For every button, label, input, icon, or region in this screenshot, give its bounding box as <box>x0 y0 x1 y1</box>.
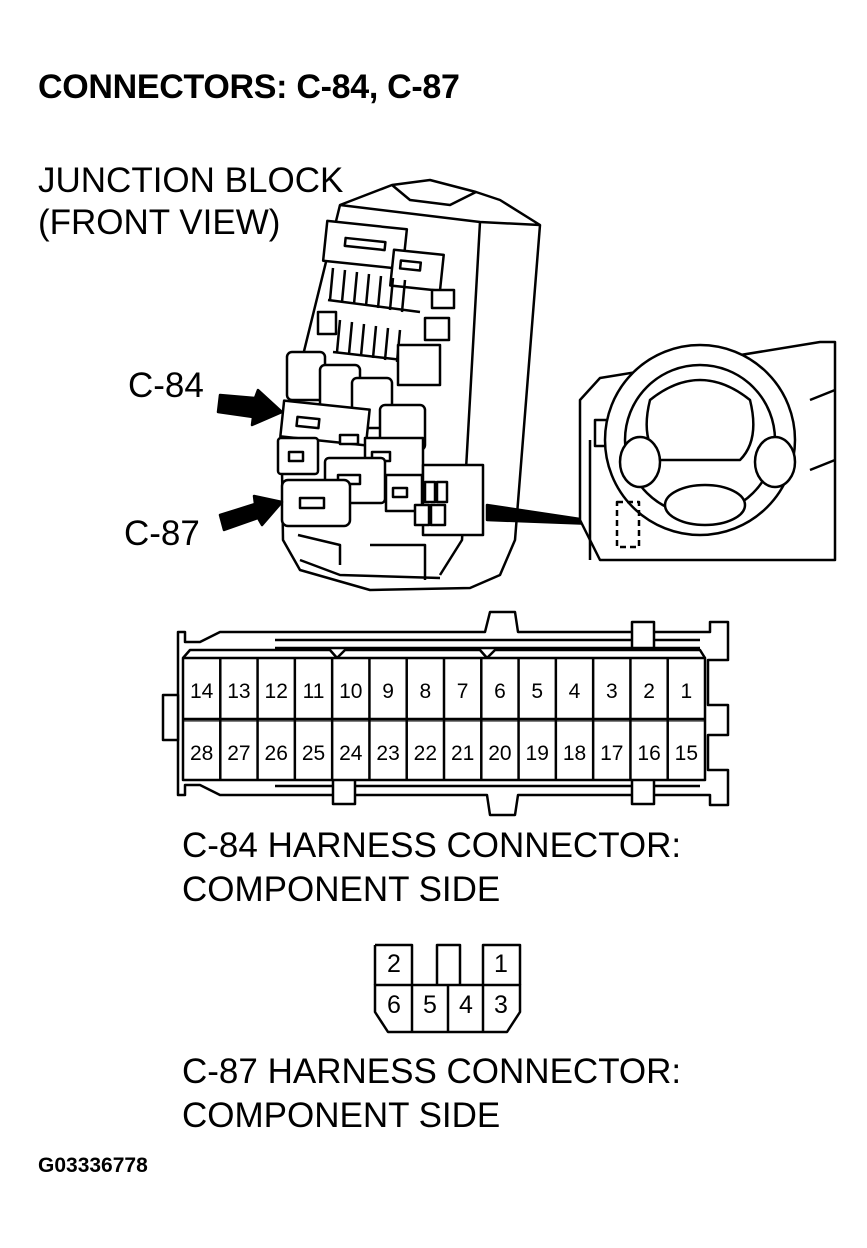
page-title: CONNECTORS: C-84, C-87 <box>38 68 460 106</box>
c84-pin-6: 6 <box>494 680 506 703</box>
c84-pin-11: 11 <box>303 680 325 703</box>
c84-pin-4: 4 <box>569 680 581 703</box>
c84-callout-label: C-84 <box>128 366 204 405</box>
steering-wheel-illustration <box>578 340 837 562</box>
junction-block-illustration <box>276 178 542 592</box>
c87-pin-6: 6 <box>387 991 401 1019</box>
figure-code: G03336778 <box>38 1154 148 1177</box>
c84-pin-7: 7 <box>457 680 469 703</box>
c84-pin-28: 28 <box>190 742 213 765</box>
c84-pin-5: 5 <box>531 680 543 703</box>
c87-connector-drawing <box>373 943 522 1034</box>
c87-pin-5: 5 <box>423 991 437 1019</box>
c87-caption-line1: C-87 HARNESS CONNECTOR: <box>182 1052 682 1091</box>
c84-connector-drawing <box>161 610 730 817</box>
junction-block-label-line1: JUNCTION BLOCK <box>38 161 344 200</box>
c87-pin-2: 2 <box>387 950 401 978</box>
c84-caption-line1: C-84 HARNESS CONNECTOR: <box>182 826 682 865</box>
c84-pin-2: 2 <box>643 680 655 703</box>
c87-arrow <box>218 494 284 532</box>
c84-pin-9: 9 <box>382 680 394 703</box>
c84-pin-13: 13 <box>227 680 250 703</box>
c84-pin-3: 3 <box>606 680 618 703</box>
c84-pin-19: 19 <box>526 742 549 765</box>
c84-pin-16: 16 <box>637 742 660 765</box>
c84-pin-21: 21 <box>451 742 474 765</box>
c84-pin-26: 26 <box>265 742 288 765</box>
junction-block-label-line2: (FRONT VIEW) <box>38 203 281 242</box>
c87-callout-label: C-87 <box>124 514 200 553</box>
c84-caption: C-84 HARNESS CONNECTOR: COMPONENT SIDE <box>182 824 681 912</box>
c84-pin-20: 20 <box>488 742 511 765</box>
c84-pin-22: 22 <box>414 742 437 765</box>
c84-pin-23: 23 <box>376 742 399 765</box>
c84-caption-line2: COMPONENT SIDE <box>182 870 501 909</box>
c84-pin-1: 1 <box>681 680 693 703</box>
junction-block-label: JUNCTION BLOCK (FRONT VIEW) <box>38 160 343 244</box>
c84-pin-15: 15 <box>675 742 698 765</box>
c84-arrow <box>216 388 284 427</box>
c84-pin-12: 12 <box>265 680 288 703</box>
c87-pin-4: 4 <box>459 991 473 1019</box>
c87-pin-3: 3 <box>494 991 508 1019</box>
c87-pin-1: 1 <box>494 950 508 978</box>
c87-caption-line2: COMPONENT SIDE <box>182 1096 501 1135</box>
c84-pin-14: 14 <box>190 680 214 703</box>
c84-pin-25: 25 <box>302 742 325 765</box>
c84-pin-8: 8 <box>420 680 432 703</box>
c84-pin-17: 17 <box>600 742 623 765</box>
c84-pin-24: 24 <box>339 742 363 765</box>
c87-caption: C-87 HARNESS CONNECTOR: COMPONENT SIDE <box>182 1050 681 1138</box>
c84-pin-10: 10 <box>339 680 362 703</box>
c84-pin-27: 27 <box>227 742 250 765</box>
c87-pin-labels: 2 1 6 5 4 3 <box>387 950 508 1019</box>
c84-pin-18: 18 <box>563 742 586 765</box>
